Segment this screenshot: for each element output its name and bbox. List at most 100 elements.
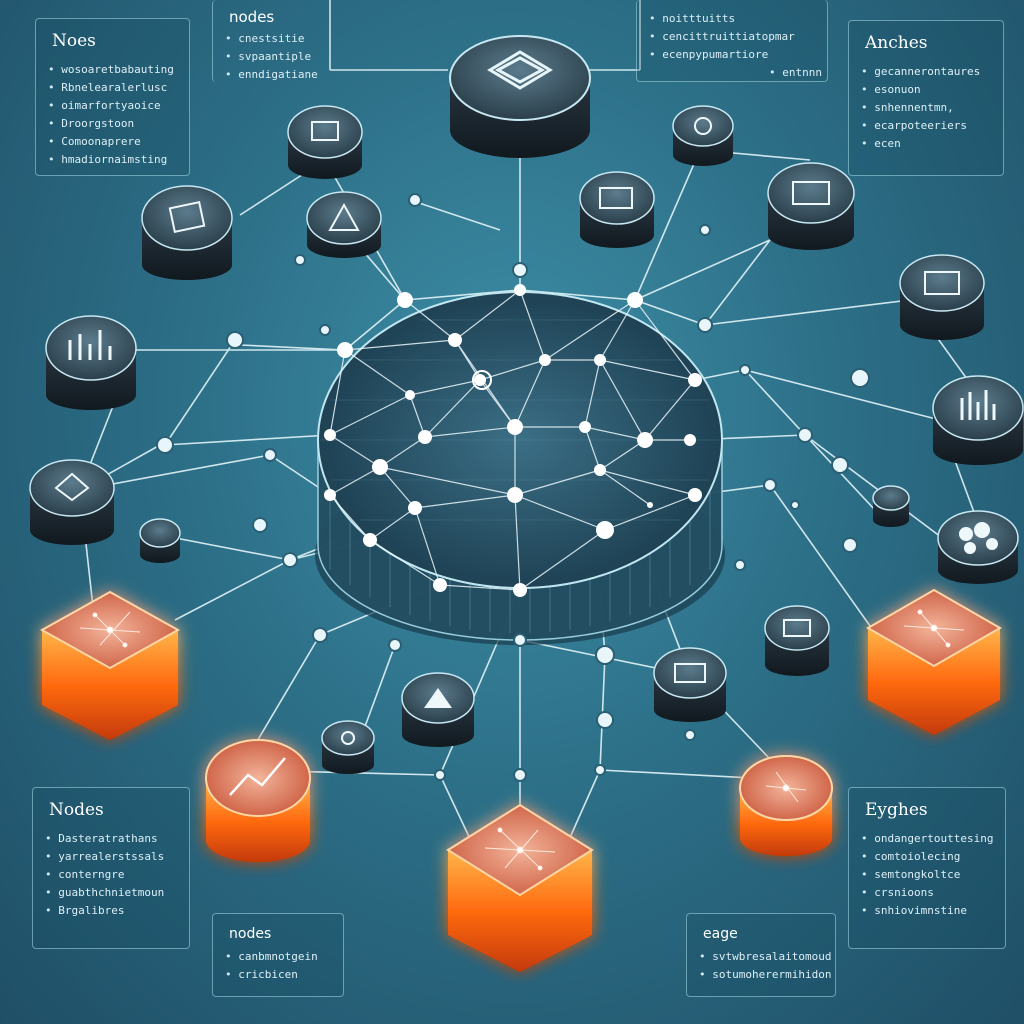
node-triangle-lower[interactable] [401, 672, 475, 747]
node-barcode-right[interactable] [932, 375, 1024, 465]
list-item: cencittruittiatopmar [649, 28, 815, 46]
node-shield[interactable] [672, 105, 734, 166]
network-icon [484, 827, 556, 871]
orange-node-left[interactable] [39, 590, 181, 740]
barcode-icon [960, 390, 996, 420]
node-grid-center-right[interactable] [579, 171, 655, 248]
panel-bottom-center-right: eage svtwbresalaitomoud sotumoherermihid… [686, 913, 836, 997]
panel-list: Dasteratrathans yarrealerstssals contern… [45, 830, 177, 920]
grid-icon [792, 181, 830, 205]
list-item: cricbicen [225, 966, 331, 984]
list-item: hmadiornaimsting [48, 151, 177, 169]
panel-top-right: Anches gecannerontaures esonuon snhennen… [848, 20, 1004, 176]
grid-icon [783, 619, 811, 637]
shield-icon [694, 117, 712, 135]
list-item: Comoonaprere [48, 133, 177, 151]
node-grid-lower-center[interactable] [653, 647, 727, 722]
top-main-node[interactable] [449, 35, 591, 158]
list-item: ecenpypumartiore [649, 46, 815, 64]
list-item: Droorgstoon [48, 115, 177, 133]
list-item: svpaantiple [225, 48, 311, 66]
grid-icon [674, 663, 706, 683]
panel-list: wosoaretbabauting Rbnelearalerlusc oimar… [48, 61, 177, 169]
list-item: gecannerontaures [861, 63, 991, 81]
junction-dots [156, 193, 870, 846]
panel-title: Nodes [49, 800, 104, 820]
panel-bottom-right: Eyghes ondangertouttesing comtoiolecing … [848, 787, 1006, 949]
panel-bottom-left: Nodes Dasteratrathans yarrealerstssals c… [32, 787, 190, 949]
panel-title: Eyghes [865, 800, 928, 820]
stack-icon [487, 50, 553, 90]
panel-top-center-left: nodes cnestsitie svpaantiple enndigatian… [212, 0, 322, 82]
panel-list: noitttuitts cencittruittiatopmar ecenpyp… [649, 10, 822, 82]
table-icon [311, 121, 339, 141]
list-item: ondangertouttesing [861, 830, 993, 848]
list-item: crsnioons [861, 884, 993, 902]
panel-bottom-center-left: nodes canbmnotgein cricbicen [212, 913, 344, 997]
list-item: ecen [861, 135, 991, 153]
list-item: esonuon [861, 81, 991, 99]
list-item: yarrealerstssals [45, 848, 177, 866]
list-item: enndigatiane [225, 66, 317, 84]
list-item: semtongkoltce [861, 866, 993, 884]
node-small-left[interactable] [139, 518, 181, 563]
list-item: svtwbresalaitomoud [699, 948, 831, 966]
node-grid-right[interactable] [899, 254, 985, 340]
grid-icon [924, 271, 960, 295]
panel-title: Anches [865, 33, 928, 53]
list-item: oimarfortyaoice [48, 97, 177, 115]
grid-icon [599, 187, 633, 209]
list-item: entnnn [649, 64, 822, 82]
list-item: Rbnelearalerlusc [48, 79, 177, 97]
people-icon [959, 522, 998, 554]
list-item: canbmnotgein [225, 948, 331, 966]
panel-list: ondangertouttesing comtoiolecing semtong… [861, 830, 993, 920]
list-item: Brgalibres [45, 902, 177, 920]
pyramid-icon [328, 202, 360, 231]
network-icon [903, 609, 965, 648]
node-pyramid[interactable] [306, 191, 382, 258]
panel-list: cnestsitie svpaantiple enndigatiane [225, 30, 317, 84]
orange-node-right[interactable] [865, 588, 1003, 735]
list-item: ecarpoteeriers [861, 117, 991, 135]
document-icon [168, 200, 206, 234]
list-item: noitttuitts [649, 10, 815, 28]
panel-top-left: Noes wosoaretbabauting Rbnelearalerlusc … [35, 18, 190, 176]
node-people-right[interactable] [937, 510, 1019, 584]
node-chart-left[interactable] [45, 315, 137, 410]
node-grid-lower-right[interactable] [764, 605, 830, 676]
triangle-icon [424, 688, 452, 708]
network-icon [79, 611, 141, 648]
node-triangle-left[interactable] [29, 459, 115, 545]
list-item: wosoaretbabauting [48, 61, 177, 79]
list-item: Dasteratrathans [45, 830, 177, 848]
node-document-left[interactable] [141, 185, 233, 280]
network-icon [765, 771, 807, 803]
panel-title: eage [703, 926, 738, 942]
central-hub [315, 284, 725, 645]
list-item: cnestsitie [225, 30, 310, 48]
node-small-lower[interactable] [321, 720, 375, 774]
orange-node-bottom-center[interactable] [446, 803, 594, 972]
node-grid-top-right[interactable] [767, 162, 855, 250]
chart-icon [68, 330, 112, 360]
node-table-top-left[interactable] [287, 105, 363, 179]
panel-list: svtwbresalaitomoud sotumoherermihidon [699, 948, 831, 984]
panel-title: nodes [229, 926, 272, 942]
line-chart-icon [229, 757, 286, 796]
list-item: snhennentmn, [861, 99, 991, 117]
orange-node-lower-left[interactable] [205, 739, 311, 862]
list-item: comtoiolecing [861, 848, 993, 866]
panel-title: Noes [52, 31, 96, 51]
list-item: conterngre [45, 866, 177, 884]
panel-list: gecannerontaures esonuon snhennentmn, ec… [861, 63, 991, 153]
list-item: sotumoherermihidon [699, 966, 831, 984]
list-item: guabthchnietmoun [45, 884, 177, 902]
panel-top-center-right: noitttuitts cencittruittiatopmar ecenpyp… [636, 0, 828, 82]
triangle-icon [54, 472, 90, 502]
orange-node-lower-right[interactable] [739, 755, 833, 856]
panel-title: nodes [229, 8, 275, 26]
node-small-right[interactable] [872, 485, 910, 527]
list-item: snhiovimnstine [861, 902, 993, 920]
